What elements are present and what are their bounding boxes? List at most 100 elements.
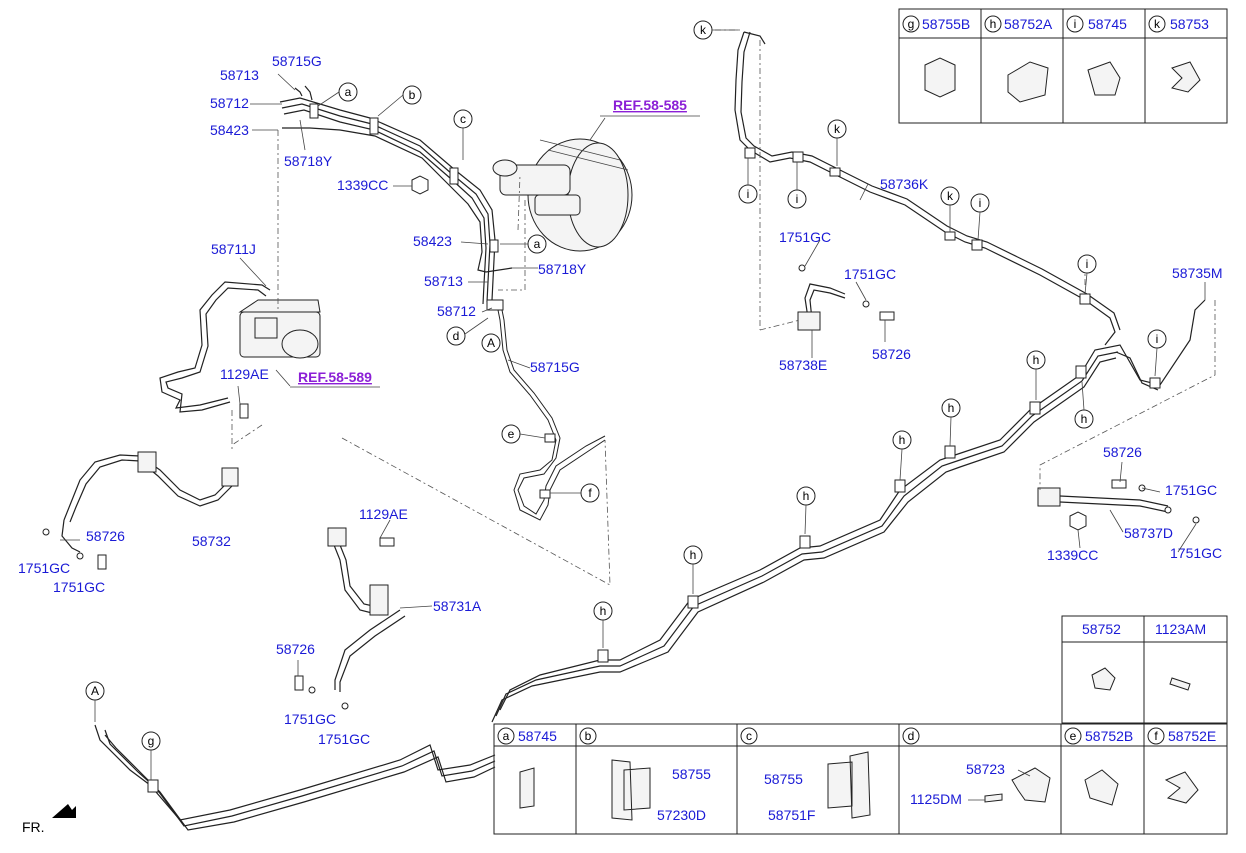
callout-h-3: h <box>941 398 961 418</box>
callout-g-1: g <box>141 731 161 751</box>
svg-text:d: d <box>908 729 915 743</box>
svg-text:k: k <box>700 23 707 37</box>
legend-top-h: h 58752A <box>984 15 1053 33</box>
label-58718Y-mid: 58718Y <box>538 261 587 277</box>
svg-text:b: b <box>585 729 592 743</box>
label-58731A: 58731A <box>433 598 482 614</box>
label-1751GC-right2: 1751GC <box>844 266 896 282</box>
label-1751GC-left2: 1751GC <box>53 579 105 595</box>
svg-text:58755: 58755 <box>764 771 803 787</box>
callout-a-1: a <box>338 82 358 102</box>
label-58712-mid: 58712 <box>437 303 476 319</box>
svg-text:58755: 58755 <box>672 766 711 782</box>
svg-text:58752B: 58752B <box>1085 728 1133 744</box>
svg-text:c: c <box>746 729 752 743</box>
clip-58752-icon <box>1091 667 1116 691</box>
svg-text:e: e <box>508 427 515 441</box>
label-58736K: 58736K <box>880 176 929 192</box>
label-58423-mid: 58423 <box>413 233 452 249</box>
brake-booster <box>492 138 633 252</box>
hose-58711J <box>159 281 271 409</box>
callout-e-1: e <box>501 424 521 444</box>
svg-text:i: i <box>1086 257 1089 271</box>
legend-mid-58752: 58752 <box>1082 621 1121 637</box>
svg-text:f: f <box>588 486 592 500</box>
callout-h-2: h <box>1074 409 1094 429</box>
clip-58753-icon <box>1171 61 1201 93</box>
callout-A-1: A <box>481 333 501 353</box>
callout-h-1: h <box>1026 350 1046 370</box>
label-58713-mid: 58713 <box>424 273 463 289</box>
svg-text:57230D: 57230D <box>657 807 706 823</box>
callout-h-7: h <box>593 601 613 621</box>
clip-58755B-icon <box>924 57 956 98</box>
label-1751GC-center2: 1751GC <box>318 731 370 747</box>
lower-brake-lines <box>94 724 496 821</box>
label-58715G-mid: 58715G <box>530 359 580 375</box>
label-58711J: 58711J <box>211 241 256 257</box>
svg-text:i: i <box>1156 332 1159 346</box>
svg-text:58745: 58745 <box>1088 16 1127 32</box>
hose-58737D <box>1059 495 1169 507</box>
label-58726-left: 58726 <box>86 528 125 544</box>
svg-text:h: h <box>1081 412 1088 426</box>
svg-text:k: k <box>1154 17 1161 31</box>
bracket-57230D-icon <box>611 759 651 821</box>
svg-text:i: i <box>796 192 799 206</box>
svg-text:a: a <box>534 237 541 251</box>
callout-h-6: h <box>683 545 703 565</box>
fitting-58723-icon <box>1011 767 1051 803</box>
svg-text:1125DM: 1125DM <box>910 791 962 807</box>
svg-text:58751F: 58751F <box>768 807 815 823</box>
svg-text:b: b <box>409 88 416 102</box>
label-58713-top: 58713 <box>220 67 259 83</box>
label-58726-right2: 58726 <box>1103 444 1142 460</box>
clip-58752B-icon <box>1084 769 1119 806</box>
callout-f-1: f <box>580 483 600 503</box>
svg-text:h: h <box>990 17 997 31</box>
svg-text:h: h <box>690 548 697 562</box>
svg-text:A: A <box>91 684 99 698</box>
legend-top-g: g 58755B <box>902 15 970 33</box>
svg-text:g: g <box>148 734 155 748</box>
label-58737D: 58737D <box>1124 525 1173 541</box>
callout-c-1: c <box>453 109 473 129</box>
label-1339CC-right: 1339CC <box>1047 547 1098 563</box>
label-1751GC-left1: 1751GC <box>18 560 70 576</box>
callout-h-4: h <box>892 430 912 450</box>
svg-text:A: A <box>487 336 495 350</box>
svg-text:58745: 58745 <box>518 728 557 744</box>
label-58726-right: 58726 <box>872 346 911 362</box>
label-58718Y-top: 58718Y <box>284 153 333 169</box>
clip-58752E-icon <box>1164 771 1199 804</box>
svg-text:58723: 58723 <box>966 761 1005 777</box>
label-58735M: 58735M <box>1172 265 1223 281</box>
bolt-1123AM-icon <box>1169 677 1191 691</box>
label-58712-top: 58712 <box>210 95 249 111</box>
svg-text:k: k <box>947 189 954 203</box>
svg-text:i: i <box>747 187 750 201</box>
callout-k-2: k <box>827 119 847 139</box>
callout-b-1: b <box>402 85 422 105</box>
legend-mid-1123AM: 1123AM <box>1155 621 1206 637</box>
hose-58731A <box>331 539 381 616</box>
label-1751GC-right1: 1751GC <box>779 229 831 245</box>
bracket-58751F-icon <box>827 751 871 819</box>
callout-k-3: k <box>940 186 960 206</box>
label-1129AE-center: 1129AE <box>359 506 408 522</box>
svg-text:58755B: 58755B <box>922 16 970 32</box>
callout-a-2: a <box>527 234 547 254</box>
svg-text:g: g <box>908 17 915 31</box>
svg-text:h: h <box>600 604 607 618</box>
svg-text:i: i <box>979 196 982 210</box>
label-58726-center: 58726 <box>276 641 315 657</box>
front-arrow-icon <box>52 804 76 818</box>
svg-text:f: f <box>1154 729 1158 743</box>
svg-text:58752A: 58752A <box>1004 16 1053 32</box>
clip-58745-bottom-icon <box>519 767 535 809</box>
